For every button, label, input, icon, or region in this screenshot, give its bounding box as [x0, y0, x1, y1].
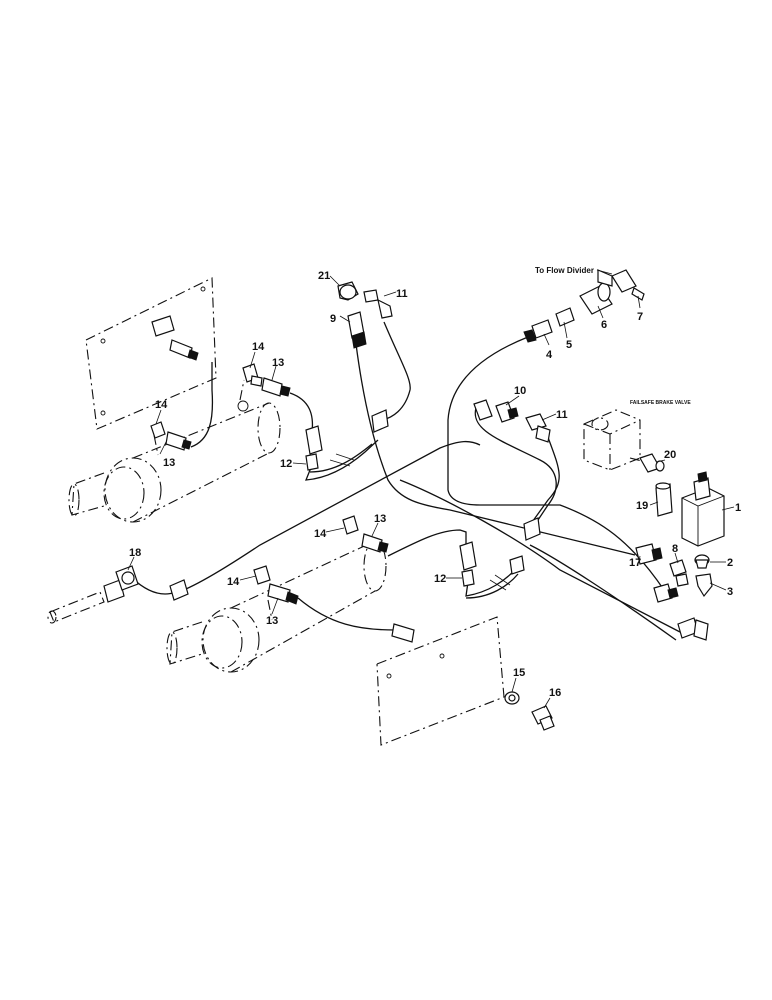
callout-4: 4 [546, 349, 553, 361]
hose-end-upper-tee [305, 409, 389, 471]
callout-14-d: 14 [227, 576, 240, 588]
callout-11-upper: 11 [396, 288, 408, 300]
upper-brake-cylinder [68, 379, 281, 523]
fitting-5 [555, 307, 575, 327]
callout-14-b: 14 [155, 399, 168, 411]
callout-5: 5 [566, 339, 572, 351]
upper-plate-fitting [151, 315, 199, 361]
callout-14-a: 14 [252, 341, 265, 353]
callout-12-lower: 12 [434, 573, 446, 585]
adapter-13-lower [165, 431, 192, 451]
callout-19: 19 [636, 500, 648, 512]
failsafe-valve-note: FAILSAFE BRAKE VALVE [630, 400, 691, 406]
manifold-block-1 [681, 471, 725, 547]
washer-15 [504, 691, 520, 705]
leader-lines [127, 269, 735, 709]
hose-runs [131, 321, 681, 641]
flow-divider-note: To Flow Divider [535, 266, 594, 275]
tee-fitting-21 [337, 281, 359, 301]
callout-16: 16 [549, 687, 561, 699]
upper-mounting-plate [85, 277, 217, 430]
elbow-fitting-14-upper [242, 363, 263, 387]
adapter-19 [655, 482, 673, 517]
callout-18: 18 [129, 547, 141, 559]
elbow-fitting-14-d [253, 565, 271, 585]
elbow-fitting-14-lower [150, 421, 166, 439]
fitting-20 [639, 453, 665, 473]
callout-7: 7 [637, 311, 643, 323]
callout-13-b: 13 [163, 457, 175, 469]
callout-3: 3 [727, 586, 733, 598]
callout-13-c: 13 [374, 513, 386, 525]
callout-10: 10 [514, 385, 526, 397]
hose-end-lower-tee [459, 517, 541, 587]
callout-14-c: 14 [314, 528, 327, 540]
adapter-13-d [267, 583, 299, 605]
callout-21: 21 [318, 270, 330, 282]
hose-end-17 [635, 543, 663, 565]
fitting-4 [523, 319, 553, 343]
elbow-fitting-8 [669, 559, 689, 587]
elbow-fitting-14-c [342, 515, 359, 535]
elbow-lower-right [677, 617, 709, 641]
adapter-9 [347, 311, 367, 349]
elbow-fitting-11-upper [363, 289, 393, 319]
fitting-2 [694, 554, 710, 569]
callout-9: 9 [330, 313, 336, 325]
elbow-fitting-10 [473, 399, 519, 423]
adapter-13-upper [261, 377, 291, 397]
lower-mounting-plate [376, 616, 505, 746]
switch-assembly-18 [47, 565, 189, 624]
failsafe-brake-valve [583, 409, 647, 471]
fitting-lower-plate [391, 623, 415, 643]
callout-17: 17 [629, 557, 641, 569]
callout-13-a: 13 [272, 357, 284, 369]
callout-12-upper: 12 [280, 458, 292, 470]
callout-1: 1 [735, 502, 741, 514]
elbow-fitting-11-lower [525, 413, 551, 443]
callout-8: 8 [672, 543, 678, 555]
callout-20: 20 [664, 449, 676, 461]
callout-labels: 1 2 3 4 5 6 7 8 9 10 11 11 12 12 13 13 1… [129, 270, 741, 699]
lower-brake-cylinder [166, 540, 387, 673]
bolt-16 [531, 705, 555, 731]
callout-13-d: 13 [266, 615, 278, 627]
callout-11-lower: 11 [556, 409, 568, 421]
callout-2: 2 [727, 557, 733, 569]
callout-6: 6 [601, 319, 607, 331]
tee-fitting-7 [597, 269, 645, 301]
valve-6 [579, 282, 613, 315]
tee-fitting-3 [695, 573, 713, 598]
callout-15: 15 [513, 667, 525, 679]
adapter-13-c [361, 533, 389, 553]
hose-end-mid-right [653, 583, 679, 603]
